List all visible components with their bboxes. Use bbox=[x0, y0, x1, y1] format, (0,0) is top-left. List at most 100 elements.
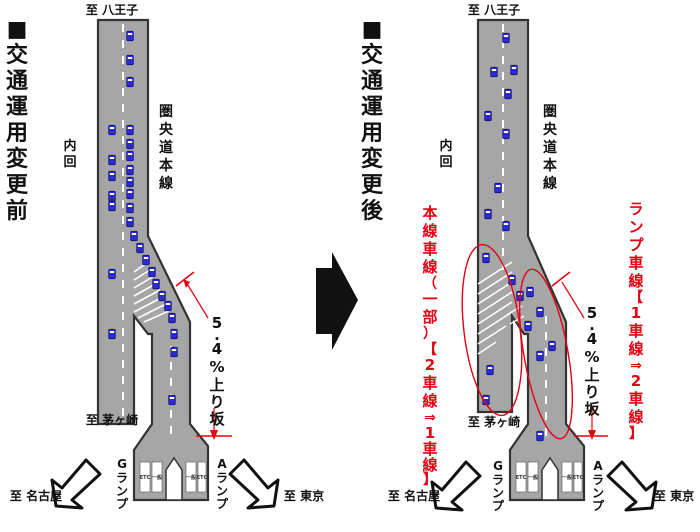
before-heading-char: 通 bbox=[6, 69, 28, 94]
before-to-tokyo: 至 東京 bbox=[284, 488, 324, 503]
road-mark: ETC bbox=[573, 475, 584, 481]
before-ramp-a-char: A bbox=[217, 457, 227, 471]
road-mark: ETC bbox=[197, 475, 208, 481]
after-grade-char: り bbox=[584, 383, 599, 401]
before-zebra bbox=[133, 261, 170, 323]
after-to-tokyo: 至 東京 bbox=[654, 488, 694, 503]
note-ramp-char: ン bbox=[628, 218, 643, 236]
note-main-char: ） bbox=[423, 326, 437, 342]
before-mainline-char: 央 bbox=[159, 121, 174, 138]
after-heading-char: 通 bbox=[361, 69, 383, 94]
after-mainline-char: 央 bbox=[543, 121, 558, 138]
after-heading-char: 用 bbox=[361, 121, 383, 146]
after-ramp-a-char: A bbox=[593, 459, 603, 473]
down-left-arrow-icon bbox=[50, 458, 102, 510]
before-heading-char: 用 bbox=[6, 121, 28, 146]
note-ramp-char: 車 bbox=[628, 390, 643, 408]
note-ramp-char: 1 bbox=[631, 304, 641, 322]
after-to-chigasaki: 至 茅ヶ崎 bbox=[468, 414, 520, 429]
after-heading-char: 運 bbox=[361, 95, 383, 120]
after-heading-char: 更 bbox=[361, 173, 384, 198]
road-mark: 一般 bbox=[562, 474, 573, 481]
note-main-char: 線 bbox=[422, 392, 437, 410]
note-main-char: ⇒ bbox=[424, 410, 436, 426]
before-ramp-a-char: ン bbox=[216, 484, 228, 498]
after-mainline-char: 線 bbox=[543, 175, 557, 192]
after-inner-char: 回 bbox=[439, 155, 452, 170]
note-main-char: 車 bbox=[422, 440, 437, 458]
before-mainline-char: 圏 bbox=[159, 104, 173, 120]
after-ramp-a-char: ン bbox=[592, 486, 604, 500]
before-grade-char: 坂 bbox=[209, 410, 225, 428]
note-main-char: 車 bbox=[422, 374, 437, 392]
after-ramp-g-char: ラ bbox=[492, 473, 504, 487]
before-grade-char: % bbox=[209, 358, 224, 376]
after-heading: ■ 交 通 運 用 変 更 後 bbox=[361, 17, 384, 224]
road-mark: ETC bbox=[140, 475, 151, 481]
after-panel: ■ 交 通 運 用 変 更 後 至 八王子 bbox=[361, 3, 694, 513]
note-ramp-char: 2 bbox=[631, 372, 641, 390]
after-grade-char: 5 bbox=[587, 304, 597, 322]
before-ramp-a-char: プ bbox=[216, 496, 229, 511]
before-ramp-g-char: ラ bbox=[116, 471, 128, 485]
before-ramp-g-char: プ bbox=[116, 496, 129, 511]
after-heading-char: 変 bbox=[361, 146, 383, 172]
note-main-char: 車 bbox=[422, 240, 437, 258]
note-ramp-char: 車 bbox=[628, 254, 643, 272]
after-mainline-char: 圏 bbox=[543, 104, 557, 120]
note-ramp-char: プ bbox=[628, 236, 644, 254]
road-mark: ETC bbox=[516, 475, 527, 481]
after-road bbox=[476, 18, 586, 502]
after-grade-char: % bbox=[584, 348, 599, 366]
after-grade-marker bbox=[551, 271, 608, 440]
after-to-hachioji: 至 八王子 bbox=[468, 3, 520, 17]
note-main-char: 線 bbox=[422, 456, 437, 474]
after-heading-char: 後 bbox=[361, 198, 384, 224]
road-mark: 一般 bbox=[152, 474, 163, 481]
note-ramp-char: 線 bbox=[628, 408, 643, 426]
after-note-ramp-lane: ラ ン プ 車 線 【 1 車 線 ⇒ 2 車 線 】 bbox=[628, 200, 644, 442]
before-ramp-g-char: G bbox=[117, 457, 127, 471]
after-heading-char: ■ bbox=[362, 17, 383, 42]
before-ramp-a-char: ラ bbox=[216, 471, 228, 485]
after-toll-booths bbox=[515, 461, 583, 493]
note-main-char: 本 bbox=[422, 204, 437, 222]
note-main-char: 部 bbox=[422, 308, 437, 326]
note-main-char: （ bbox=[423, 276, 437, 292]
after-ramp-g-char: G bbox=[493, 459, 503, 473]
after-heading-char: 交 bbox=[361, 42, 383, 68]
after-note-main-lane: 本 線 車 線 （ 一 部 ） 【 2 車 線 ⇒ 1 車 線 】 bbox=[422, 204, 437, 488]
before-panel: ■ 交 通 運 用 変 更 前 至 八王子 bbox=[6, 3, 324, 511]
after-mainline-char: 本 bbox=[543, 157, 558, 174]
before-toll-booths bbox=[139, 461, 207, 493]
note-ramp-char: ラ bbox=[628, 200, 643, 218]
note-main-char: 線 bbox=[422, 258, 437, 276]
after-grade-char: 坂 bbox=[584, 400, 600, 418]
note-ramp-char: 【 bbox=[629, 290, 643, 306]
after-to-nagoya: 至 名古屋 bbox=[388, 488, 440, 503]
note-ramp-char: 】 bbox=[629, 426, 643, 442]
after-grade-char: 4 bbox=[587, 330, 597, 348]
note-ramp-char: 線 bbox=[628, 272, 643, 290]
before-grade-char: 5 bbox=[212, 314, 222, 332]
after-mainline-char: 道 bbox=[543, 139, 557, 156]
before-heading-char: 交 bbox=[6, 42, 28, 68]
after-ramp-g-char: ン bbox=[492, 486, 504, 500]
right-arrow-icon bbox=[316, 252, 358, 350]
before-to-hachioji: 至 八王子 bbox=[86, 3, 138, 17]
note-main-char: 線 bbox=[422, 222, 437, 240]
before-mainline-char: 線 bbox=[159, 175, 173, 192]
note-main-char: 一 bbox=[422, 290, 437, 308]
before-heading: ■ 交 通 運 用 変 更 前 bbox=[6, 17, 29, 224]
after-ramp-lane-highlight bbox=[518, 268, 574, 440]
note-main-char: 2 bbox=[425, 356, 435, 374]
after-ramp-g-char: プ bbox=[492, 498, 505, 513]
after-inner-char: 内 bbox=[439, 138, 452, 154]
after-grade-char: 上 bbox=[584, 366, 599, 384]
note-main-char: 【 bbox=[423, 342, 437, 358]
after-ramp-a-char: プ bbox=[592, 498, 605, 513]
road-mark: 一般 bbox=[528, 474, 539, 481]
note-ramp-char: ⇒ bbox=[630, 358, 642, 374]
before-inner-char: 回 bbox=[63, 155, 76, 170]
before-grade-char: り bbox=[209, 393, 224, 411]
